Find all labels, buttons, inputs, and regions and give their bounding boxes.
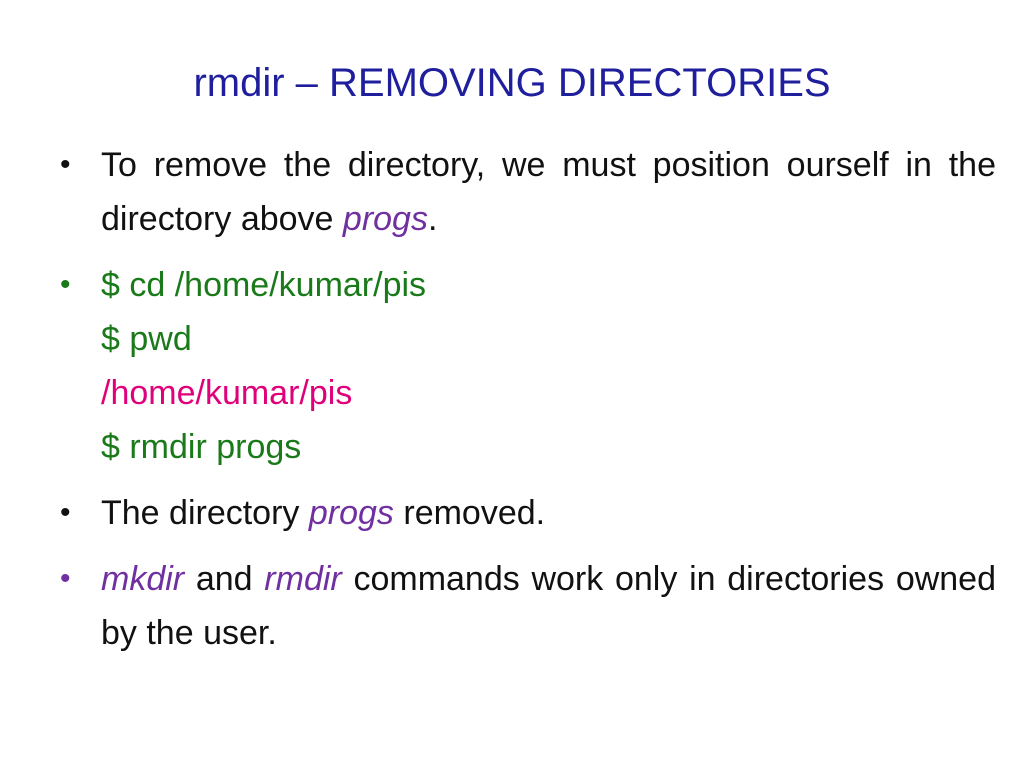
bullet-text: mkdir and rmdir commands work only in di… [101, 552, 996, 660]
bullet-icon: • [60, 268, 71, 301]
emphasis-progs: progs [342, 200, 428, 238]
bullet-text-after: commands work only in directories owned … [101, 560, 997, 652]
bullet-item-3: • The directory progs removed. [60, 486, 996, 540]
bullet-icon: • [60, 496, 71, 529]
slide-title: rmdir – REMOVING DIRECTORIES [193, 61, 831, 105]
bullet-item-1: • To remove the directory, we must posit… [60, 138, 996, 246]
command-output-path: /home/kumar/pis [101, 374, 353, 412]
bullet-text-before: To remove the directory, we must positio… [101, 146, 996, 238]
bullet-icon: • [60, 562, 71, 595]
command-line-pwd: $ pwd [101, 320, 192, 358]
bullet-text-mid: and [184, 560, 265, 598]
command-line-cd: $ cd /home/kumar/pis [101, 266, 427, 304]
bullet-text-after: removed. [393, 494, 546, 532]
bullet-text: To remove the directory, we must positio… [101, 138, 996, 246]
bullet-list: • To remove the directory, we must posit… [60, 138, 996, 660]
bullet-item-2: • $ cd /home/kumar/pis $ pwd /home/kumar… [60, 258, 996, 474]
emphasis-mkdir: mkdir [101, 560, 185, 598]
emphasis-rmdir: rmdir [264, 560, 342, 598]
bullet-text: The directory progs removed. [101, 486, 996, 540]
command-line-rmdir: $ rmdir progs [101, 428, 302, 466]
bullet-text-before: The directory [101, 494, 309, 532]
emphasis-progs: progs [308, 494, 394, 532]
bullet-text-after: . [427, 200, 438, 238]
command-block: $ cd /home/kumar/pis $ pwd /home/kumar/p… [101, 258, 996, 474]
bullet-icon: • [60, 148, 71, 181]
bullet-item-4: • mkdir and rmdir commands work only in … [60, 552, 996, 660]
